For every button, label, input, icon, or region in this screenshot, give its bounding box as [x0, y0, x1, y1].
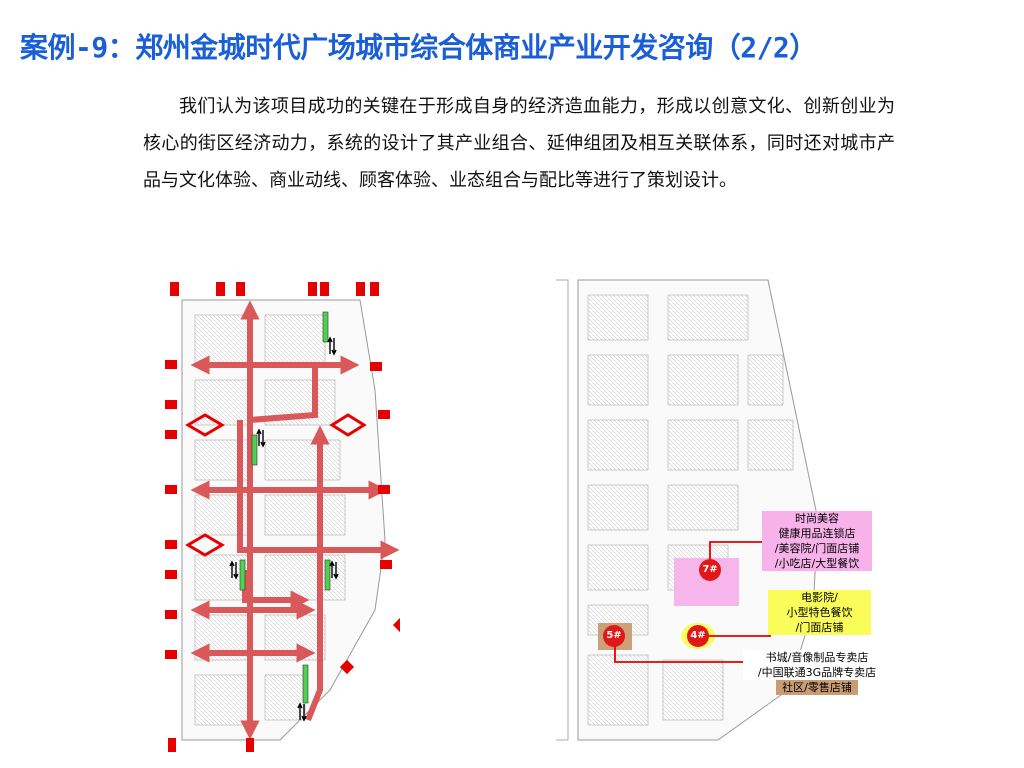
building-7-line-2: 健康用品连锁店	[778, 527, 856, 540]
building-5-label: 书城/音像制品专卖店 /中国联通3G品牌专卖店 社区/零售店铺	[743, 650, 891, 695]
building-5-line-3: 社区/零售店铺	[776, 680, 858, 695]
tenant-plan	[556, 279, 819, 741]
building-7-line-4: /小吃店/大型餐饮	[774, 557, 860, 570]
building-7-line-3: /美容院/门面店铺	[774, 542, 860, 555]
building-4-line-3: /门面店铺	[795, 621, 844, 634]
building-4-label: 电影院/ 小型特色餐饮 /门面店铺	[768, 590, 871, 635]
building-5-line-2: /中国联通3G品牌专卖店	[743, 665, 891, 680]
building-tag-7: 7#	[699, 559, 721, 581]
circulation-plan	[165, 282, 400, 752]
building-tag-5: 5#	[603, 625, 625, 647]
building-4-line-1: 电影院/	[801, 591, 838, 604]
building-7-line-1: 时尚美容	[795, 512, 839, 525]
building-7-label: 时尚美容 健康用品连锁店 /美容院/门面店铺 /小吃店/大型餐饮	[762, 511, 872, 571]
intro-paragraph: 我们认为该项目成功的关键在于形成自身的经济造血能力，形成以创意文化、创新创业为核…	[143, 96, 895, 191]
building-4-line-2: 小型特色餐饮	[786, 606, 853, 619]
page-title: 案例-9：郑州金城时代广场城市综合体商业产业开发咨询（2/2）	[20, 31, 817, 64]
building-tag-4: 4#	[687, 625, 709, 647]
building-5-line-1: 书城/音像制品专卖店	[743, 650, 891, 665]
